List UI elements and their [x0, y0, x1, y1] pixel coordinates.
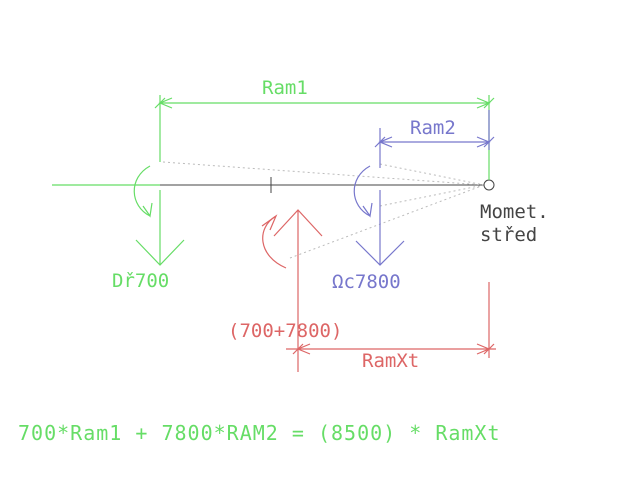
dotted-guide-blue-lower: [379, 184, 485, 207]
rotation-arc-resultant-head: [261, 214, 278, 231]
resultant-force-label: (700+7800): [228, 320, 342, 342]
resultant-force-arrow: [273, 209, 323, 372]
force-7800-label: Ωc7800: [332, 271, 401, 293]
force-7800-arrow: [355, 190, 405, 266]
ramxt-dimension: [286, 282, 496, 358]
moment-center-label-1: Momet.: [480, 201, 549, 223]
rotation-arc-resultant: [262, 215, 287, 269]
force-700-arrow: [135, 190, 185, 266]
dotted-guide-lower: [289, 184, 485, 259]
rotation-arc-7800: [353, 165, 371, 217]
dotted-guide-upper: [162, 161, 485, 186]
moment-equation: 700*Ram1 + 7800*RAM2 = (8500) * RamXt: [18, 421, 501, 445]
ramxt-label: RamXt: [362, 350, 419, 372]
moment-center-circle: [483, 179, 495, 191]
ram1-label: Ram1: [262, 77, 308, 99]
ram2-label: Ram2: [410, 117, 456, 139]
moment-center-label-2: střed: [480, 224, 537, 246]
rotation-arc-7800-head: [362, 202, 373, 218]
dotted-guide-blue-upper: [379, 163, 485, 186]
force-700-label: Dř700: [112, 270, 169, 292]
rotation-arc-700: [133, 165, 151, 217]
rotation-arc-700-head: [142, 202, 153, 218]
